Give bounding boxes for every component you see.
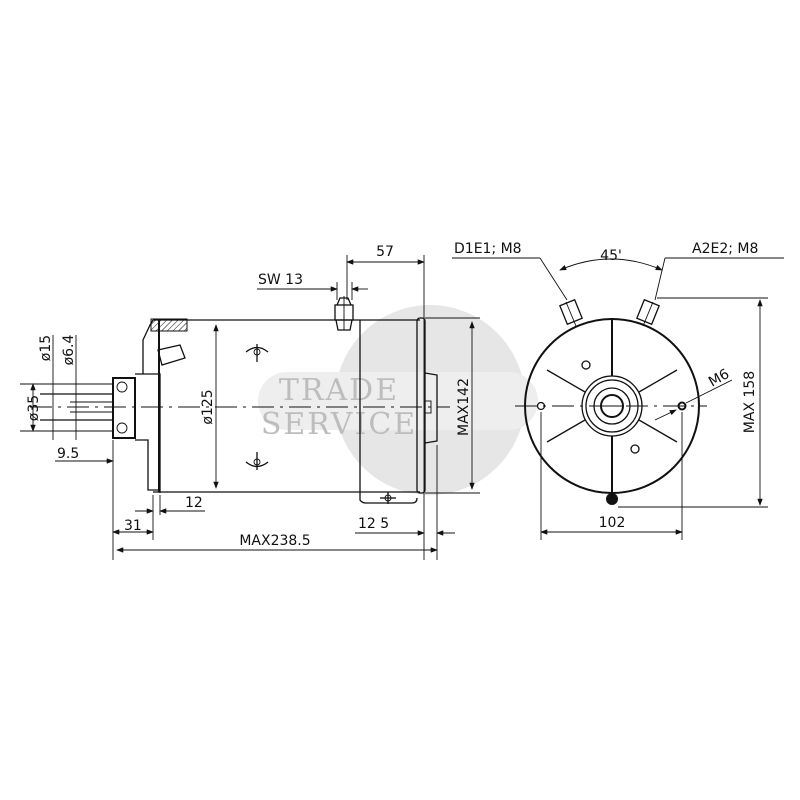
- dim-d15: ø15: [38, 335, 54, 361]
- terminal-right-label: A2E2; M8: [692, 241, 758, 257]
- dim-d35: ø35: [26, 395, 42, 421]
- ribs: [546, 318, 678, 494]
- side-dimensions: 57 SW 13 ø35 ø15 ø6.4 9.5 ø125 MAX142: [20, 244, 480, 560]
- mount-thread-m6: M6: [706, 366, 732, 390]
- terminal-left: [558, 298, 584, 327]
- shaft: [40, 393, 113, 421]
- dim-d125: ø125: [200, 389, 216, 424]
- dim-102: 102: [599, 515, 626, 531]
- motor-body: [153, 317, 438, 504]
- mount-hole-right: [677, 401, 687, 411]
- mount-symbol: [245, 344, 396, 504]
- dim-12: 12: [185, 495, 203, 511]
- vent-hole: [630, 444, 640, 454]
- dim-9-5: 9.5: [57, 446, 79, 462]
- dim-max158: MAX 158: [742, 371, 758, 433]
- side-view: 57 SW 13 ø35 ø15 ø6.4 9.5 ø125 MAX142: [20, 244, 480, 560]
- terminal-left-label: D1E1; M8: [454, 241, 522, 257]
- dim-max142: MAX142: [456, 378, 472, 436]
- dim-sw13: SW 13: [258, 272, 303, 288]
- dim-31: 31: [124, 518, 142, 534]
- bottom-stud: [606, 493, 618, 505]
- watermark-text: TRADE SERVICE: [260, 373, 418, 442]
- angle-45: 45': [600, 248, 622, 264]
- terminal-stud: [334, 296, 354, 331]
- terminal-right: [635, 298, 661, 327]
- vent-hole: [581, 360, 591, 370]
- flange: [112, 318, 188, 493]
- front-dimensions: D1E1; M8 A2E2; M8 45' M6 MAX 158 102: [452, 241, 784, 540]
- dim-57: 57: [376, 244, 394, 260]
- dim-12-5: 12 5: [358, 516, 389, 532]
- dim-d6-4: ø6.4: [61, 334, 77, 365]
- dim-max238-5: MAX238.5: [239, 533, 310, 549]
- front-view: D1E1; M8 A2E2; M8 45' M6 MAX 158 102: [452, 241, 784, 540]
- mount-hole-left: [536, 401, 546, 411]
